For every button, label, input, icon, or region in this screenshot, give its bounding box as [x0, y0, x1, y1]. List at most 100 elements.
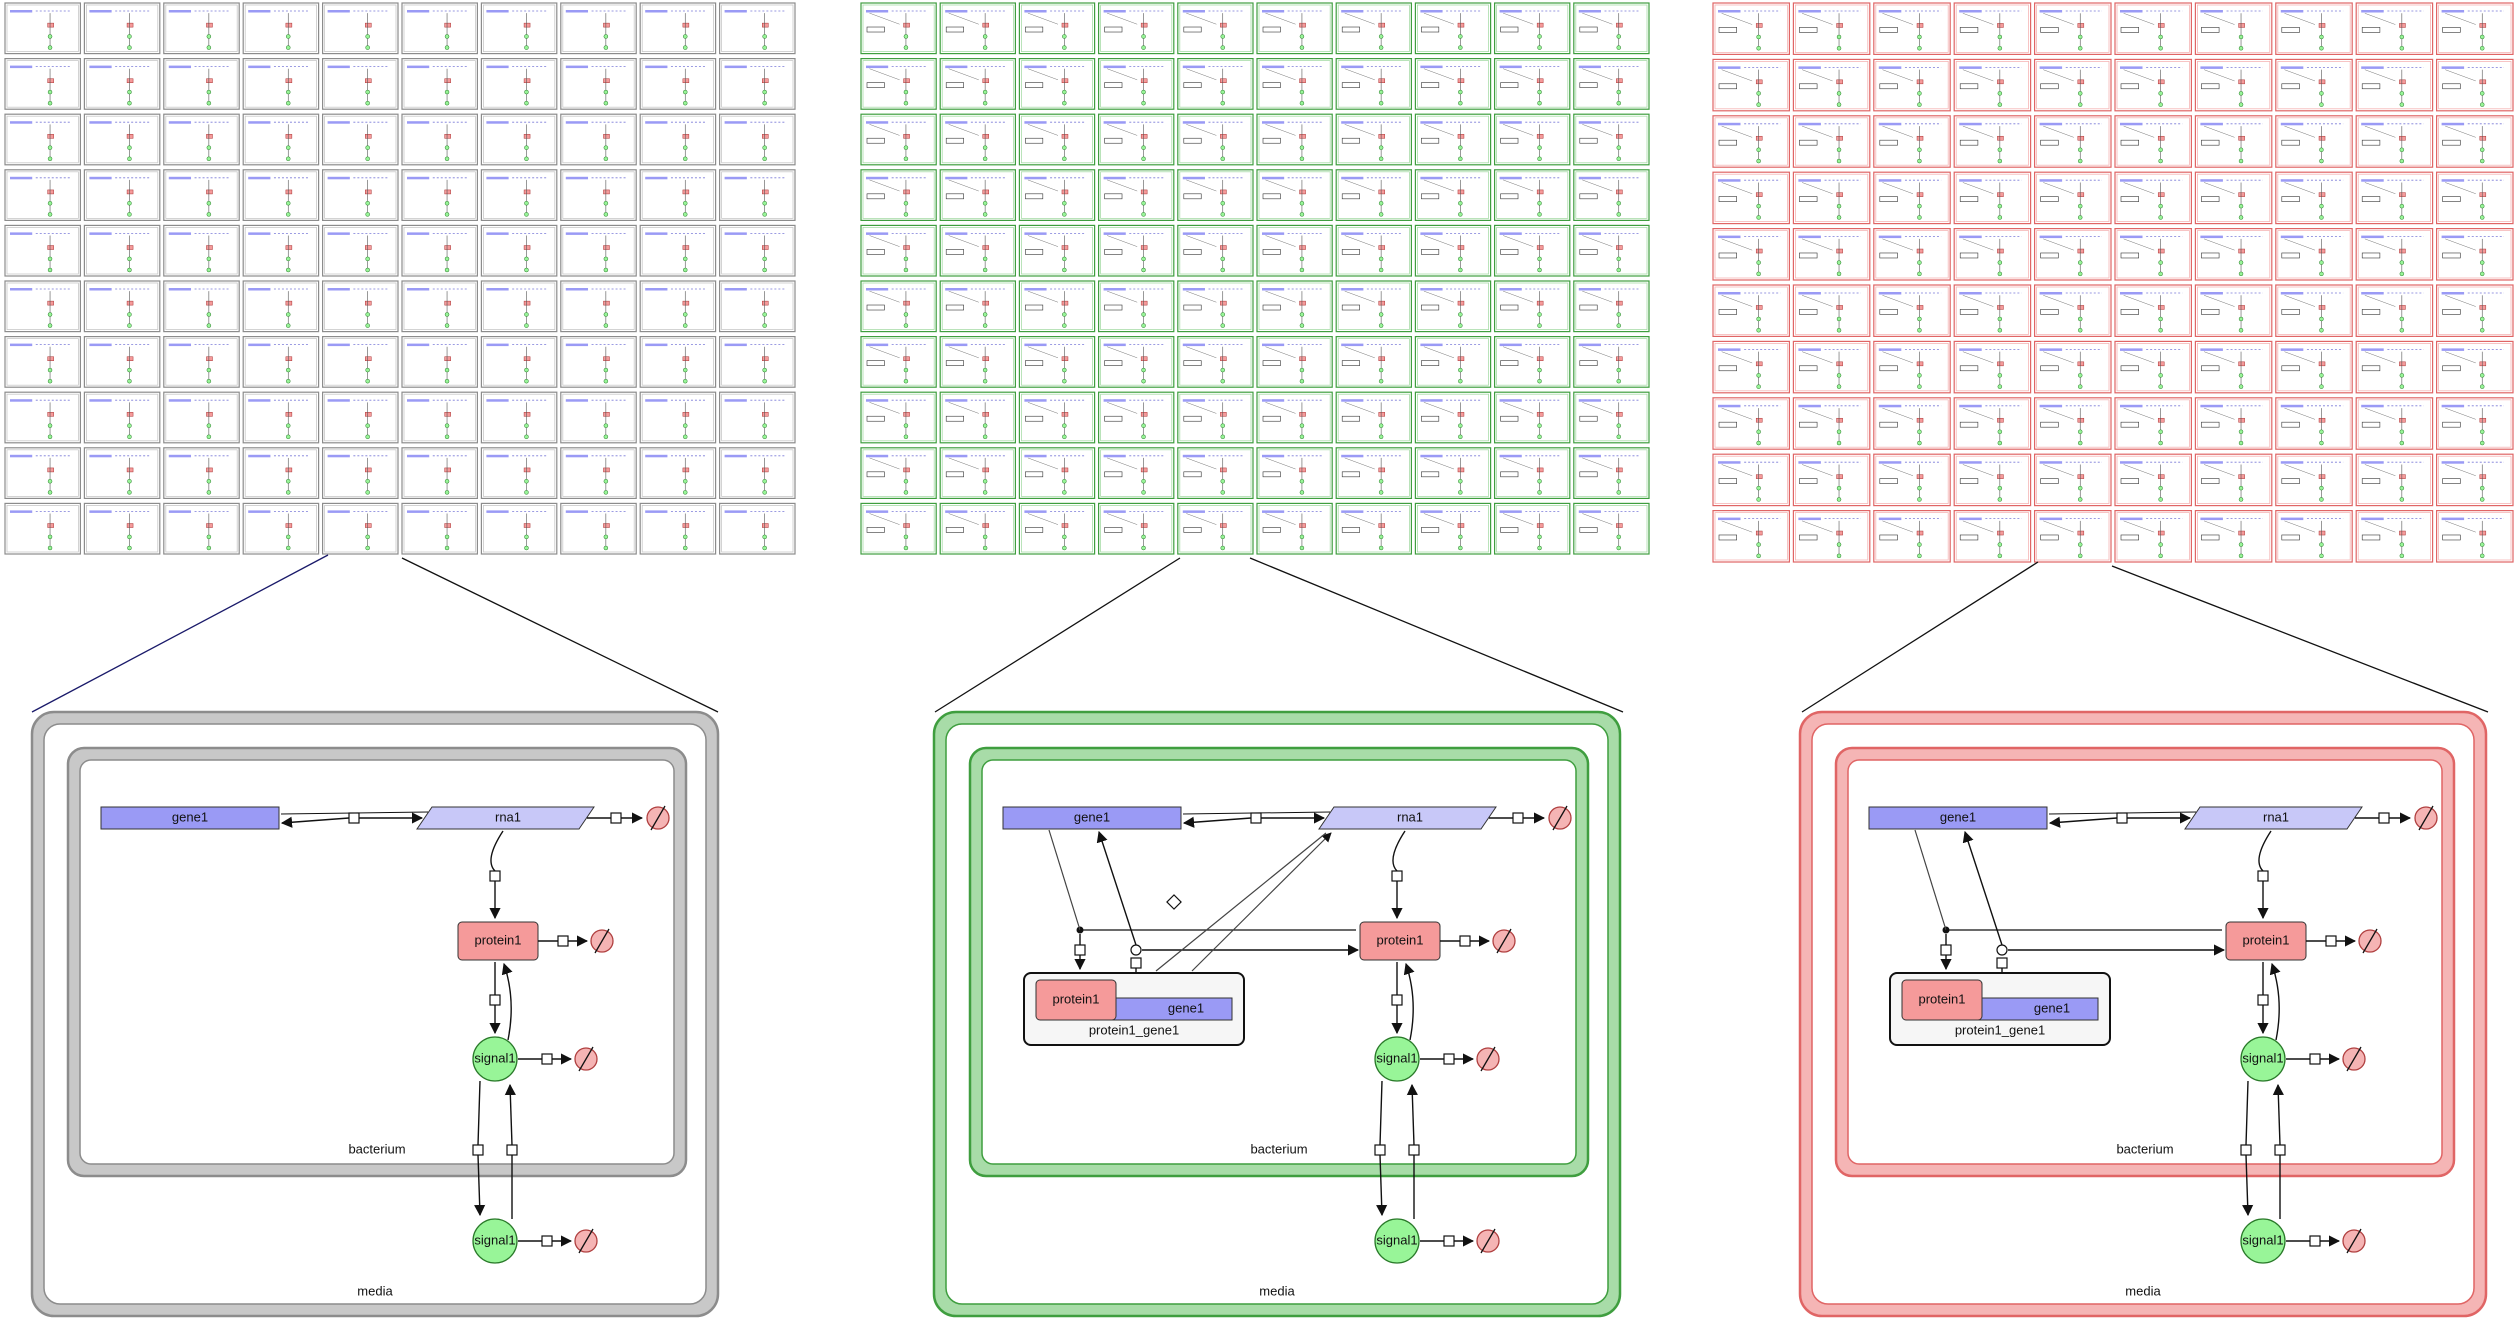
process-node	[1074, 944, 1086, 956]
thumbnail	[1414, 113, 1492, 166]
thumbnail	[860, 391, 937, 444]
thumbnail	[2436, 284, 2514, 338]
thumbnail	[2033, 284, 2112, 338]
thumbnail	[1493, 57, 1571, 110]
thumbnail	[242, 502, 320, 555]
thumbnail	[639, 502, 717, 555]
thumbnail	[1953, 510, 2032, 563]
thumbnail	[1177, 57, 1254, 110]
zoom-line-left	[31, 554, 329, 713]
thumbnail	[860, 447, 937, 499]
thumbnail	[1256, 2, 1333, 55]
thumbnail	[480, 391, 558, 444]
thumbnail	[2114, 510, 2193, 563]
thumbnail	[1792, 115, 1871, 168]
thumbnail	[4, 280, 82, 333]
thumbnail	[1873, 453, 1951, 507]
thumbnail	[1256, 113, 1333, 166]
reaction-edge	[1048, 829, 1081, 931]
thumbnail	[4, 502, 82, 555]
gene-node	[1868, 806, 2048, 830]
thumbnail	[2436, 228, 2514, 281]
thumbnail	[2275, 510, 2353, 563]
thumbnail	[1712, 2, 1791, 56]
thumbnail	[2275, 397, 2353, 450]
thumbnail	[1177, 447, 1254, 499]
zoom-line-right	[2111, 565, 2489, 713]
process-node	[1391, 870, 1403, 882]
degradation-symbol	[1548, 805, 1572, 831]
process-node	[2309, 1053, 2321, 1065]
thumbnail	[322, 2, 399, 55]
thumbnail	[163, 502, 240, 555]
thumbnail	[939, 57, 1017, 110]
rna-label: rna1	[495, 809, 521, 824]
process-node	[1459, 935, 1471, 947]
thumbnail	[322, 447, 399, 499]
thumbnail	[1953, 115, 2032, 168]
complex-label: protein1_gene1	[1955, 1022, 2045, 1037]
thumbnail	[718, 57, 796, 110]
thumbnail	[2436, 453, 2514, 507]
thumbnail	[322, 336, 399, 388]
thumbnail	[2033, 2, 2112, 56]
thumbnail	[1256, 502, 1333, 555]
thumbnail	[1018, 2, 1096, 55]
thumbnail	[1256, 280, 1333, 333]
thumbnail	[2436, 340, 2514, 394]
thumbnail	[860, 57, 937, 110]
bacterium-label: bacterium	[1250, 1141, 1307, 1156]
thumbnail	[4, 336, 82, 388]
thumbnail	[639, 113, 717, 166]
bacterium-label: bacterium	[2116, 1141, 2173, 1156]
reaction-edge	[1914, 829, 1947, 931]
thumbnail	[1097, 57, 1175, 110]
thumbnail	[401, 113, 479, 166]
gene-label: gene1	[1940, 809, 1976, 824]
process-node	[1512, 812, 1524, 824]
thumbnail	[242, 113, 320, 166]
thumbnail	[1335, 336, 1412, 388]
thumbnail	[1792, 2, 1871, 56]
complex-protein-label: protein1	[1919, 991, 1966, 1006]
thumbnail	[560, 280, 637, 333]
thumbnail	[2033, 340, 2112, 394]
thumbnail	[163, 391, 240, 444]
thumbnail	[1335, 113, 1412, 166]
thumbnail	[1335, 280, 1412, 333]
thumbnail	[718, 502, 796, 555]
thumbnail	[939, 169, 1017, 222]
media-label: media	[1259, 1283, 1295, 1298]
thumbnail	[1018, 447, 1096, 499]
reaction-edge	[477, 1080, 481, 1146]
thumbnail	[2436, 171, 2514, 225]
thumbnail	[242, 447, 320, 499]
thumbnail	[1712, 397, 1791, 450]
thumbnail	[560, 391, 637, 444]
thumbnail	[1018, 169, 1096, 222]
thumbnail	[4, 113, 82, 166]
thumbnail	[1873, 2, 1951, 56]
thumbnail	[2033, 228, 2112, 281]
thumbnail	[1493, 502, 1571, 555]
thumbnail	[860, 224, 937, 277]
thumbnail	[1953, 397, 2032, 450]
thumbnail	[2194, 284, 2273, 338]
gene-node	[100, 806, 280, 830]
thumbnail	[1097, 502, 1175, 555]
zoom-line-left	[1801, 561, 2039, 713]
thumbnail	[480, 2, 558, 55]
thumbnail	[163, 2, 240, 55]
thumbnail	[860, 280, 937, 333]
thumbnail	[2194, 340, 2273, 394]
thumbnail	[2436, 115, 2514, 168]
signal-node-inner	[472, 1036, 518, 1082]
thumbnail	[1414, 280, 1492, 333]
thumbnail	[639, 391, 717, 444]
degradation-symbol	[574, 1228, 598, 1254]
thumbnail	[4, 224, 82, 277]
thumbnail	[2194, 453, 2273, 507]
reaction-edge	[1182, 811, 1331, 815]
protein-label: protein1	[2243, 932, 2290, 947]
